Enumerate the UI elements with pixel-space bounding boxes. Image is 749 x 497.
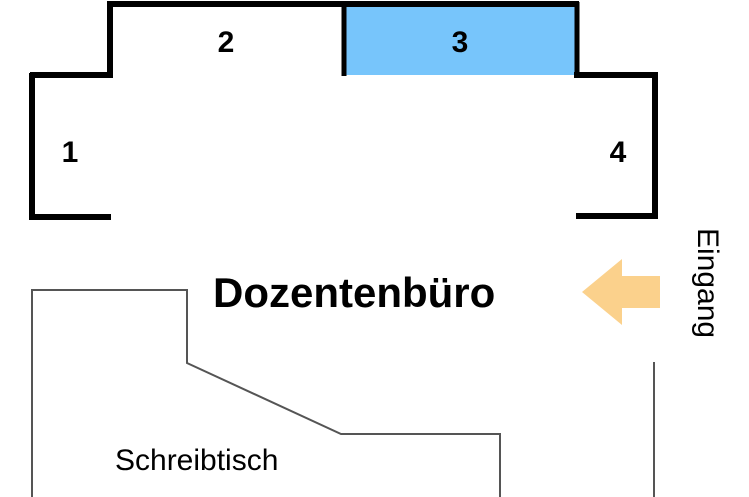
seat-label-4: 4 <box>610 136 627 169</box>
arrow-left-icon[interactable] <box>582 259 660 325</box>
desk-label: Schreibtisch <box>115 444 278 477</box>
desk-outline <box>31 289 501 497</box>
seat-label-3: 3 <box>452 26 469 59</box>
seat-label-2: 2 <box>218 26 235 59</box>
seating-table-group: 1 2 3 4 <box>29 1 658 220</box>
entrance-group[interactable]: Eingang <box>582 228 724 338</box>
entrance-label: Eingang <box>691 228 724 338</box>
page-title: Dozentenbüro <box>213 269 495 316</box>
seat-label-1: 1 <box>62 136 79 169</box>
seat-3-highlight[interactable] <box>343 3 577 75</box>
desk-group: Schreibtisch <box>31 289 501 497</box>
